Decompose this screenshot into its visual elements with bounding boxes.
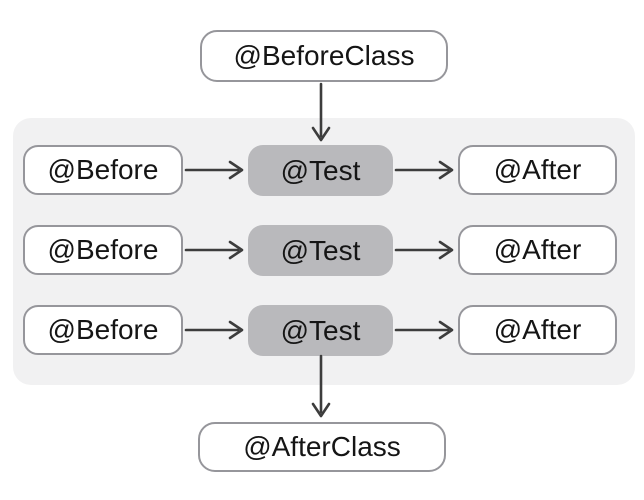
node-before: @Before [23, 305, 183, 355]
arrow-test-to-after-icon [394, 320, 454, 340]
node-test: @Test [248, 145, 393, 196]
node-before: @Before [23, 225, 183, 275]
arrow-test-to-after-icon [394, 240, 454, 260]
arrow-test-to-after-icon [394, 160, 454, 180]
node-before: @Before [23, 145, 183, 195]
node-test: @Test [248, 225, 393, 276]
node-after: @After [458, 305, 617, 355]
node-after: @After [458, 225, 617, 275]
test-row: @Before @Test @After [0, 305, 644, 356]
arrow-before-to-test-icon [184, 240, 244, 260]
test-row: @Before @Test @After [0, 225, 644, 276]
arrow-test-to-afterclass-icon [311, 354, 331, 418]
test-row: @Before @Test @After [0, 145, 644, 196]
node-before-class: @BeforeClass [200, 30, 448, 82]
arrow-before-to-test-icon [184, 320, 244, 340]
arrow-beforeclass-to-test-icon [311, 82, 331, 142]
node-test: @Test [248, 305, 393, 356]
node-after: @After [458, 145, 617, 195]
arrow-before-to-test-icon [184, 160, 244, 180]
node-after-class: @AfterClass [198, 422, 446, 472]
